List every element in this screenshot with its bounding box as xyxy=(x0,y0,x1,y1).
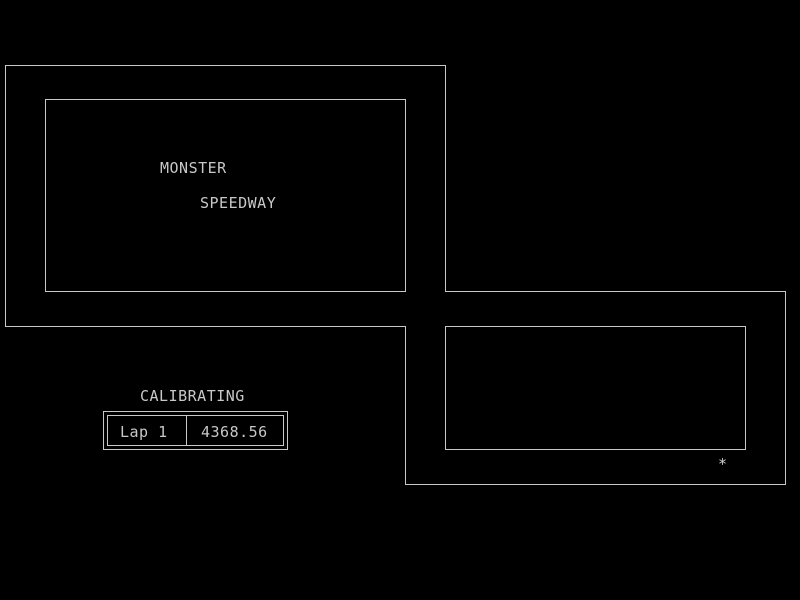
lap-timer-divider xyxy=(186,416,187,445)
game-title-speedway: SPEEDWAY xyxy=(200,194,277,212)
lap-timer-inner-frame: Lap 1 4368.56 xyxy=(107,415,284,446)
lap-timer-panel: Lap 1 4368.56 xyxy=(103,411,288,450)
car-marker-icon: * xyxy=(718,455,728,473)
track-infield-upper xyxy=(45,99,406,292)
game-title-monster: MONSTER xyxy=(160,159,227,177)
status-text: CALIBRATING xyxy=(140,387,245,405)
lap-time-readout: 4368.56 xyxy=(201,423,268,441)
track-outer-boundary xyxy=(5,65,786,485)
lap-counter: Lap 1 xyxy=(120,423,168,441)
track-infield-lower xyxy=(445,326,746,450)
